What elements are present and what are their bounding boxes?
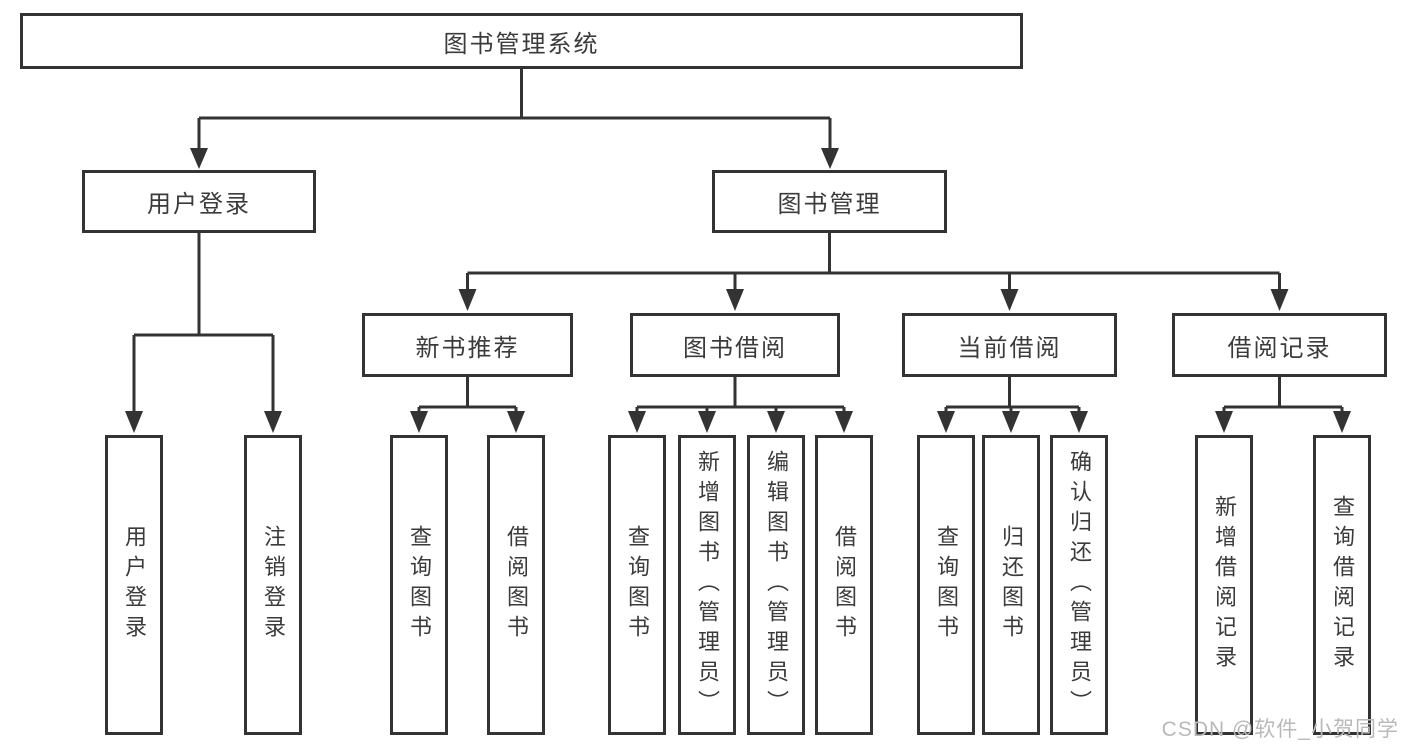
node-current-borrow: 当前借阅 [902, 313, 1117, 377]
leaf-query-books-current: 查询图书 [917, 435, 975, 735]
leaf-borrow-books-recommend: 借阅图书 [487, 435, 545, 735]
connector-borrow-records-children [1215, 377, 1351, 433]
leaf-edit-book-admin: 编辑图书（管理员） [747, 435, 805, 735]
leaf-user-login-label: 用户登录 [122, 525, 147, 645]
connector-new-book-recommend-children [410, 377, 525, 433]
leaf-logout-login-label: 注销登录 [261, 525, 286, 645]
node-borrow-records: 借阅记录 [1172, 313, 1387, 377]
leaf-query-borrow-record-label: 查询借阅记录 [1330, 495, 1355, 675]
leaf-borrow-books-borrow: 借阅图书 [815, 435, 873, 735]
leaf-query-borrow-record: 查询借阅记录 [1313, 435, 1371, 735]
node-root: 图书管理系统 [20, 13, 1023, 69]
connector-book-management-children [458, 233, 1289, 311]
node-user-login: 用户登录 [82, 170, 316, 233]
leaf-query-books-current-label: 查询图书 [934, 525, 959, 645]
leaf-logout-login: 注销登录 [244, 435, 302, 735]
connector-book-borrow-children [628, 377, 853, 433]
connector-current-borrow-children [937, 377, 1088, 433]
node-book-borrow: 图书借阅 [630, 313, 840, 377]
leaf-confirm-return-admin-label: 确认归还（管理员） [1067, 450, 1092, 720]
leaf-query-books-borrow: 查询图书 [608, 435, 666, 735]
leaf-query-books-recommend: 查询图书 [390, 435, 448, 735]
leaf-user-login: 用户登录 [105, 435, 163, 735]
csdn-watermark: CSDN @软件_小贺同学 [1161, 718, 1399, 741]
leaf-add-book-admin: 新增图书（管理员） [678, 435, 736, 735]
leaf-return-books-label: 归还图书 [999, 525, 1024, 645]
connector-user-login-children [125, 233, 282, 433]
leaf-return-books: 归还图书 [982, 435, 1040, 735]
leaf-add-borrow-record: 新增借阅记录 [1195, 435, 1253, 735]
leaf-edit-book-admin-label: 编辑图书（管理员） [764, 450, 789, 720]
leaf-borrow-books-recommend-label: 借阅图书 [504, 525, 529, 645]
node-new-book-recommend: 新书推荐 [362, 313, 573, 377]
leaf-query-books-recommend-label: 查询图书 [407, 525, 432, 645]
leaf-confirm-return-admin: 确认归还（管理员） [1050, 435, 1108, 735]
connector-root-to-level2 [190, 69, 839, 169]
leaf-query-books-borrow-label: 查询图书 [625, 525, 650, 645]
leaf-borrow-books-borrow-label: 借阅图书 [832, 525, 857, 645]
leaf-add-borrow-record-label: 新增借阅记录 [1212, 495, 1237, 675]
node-book-management: 图书管理 [712, 170, 947, 233]
leaf-add-book-admin-label: 新增图书（管理员） [695, 450, 720, 720]
